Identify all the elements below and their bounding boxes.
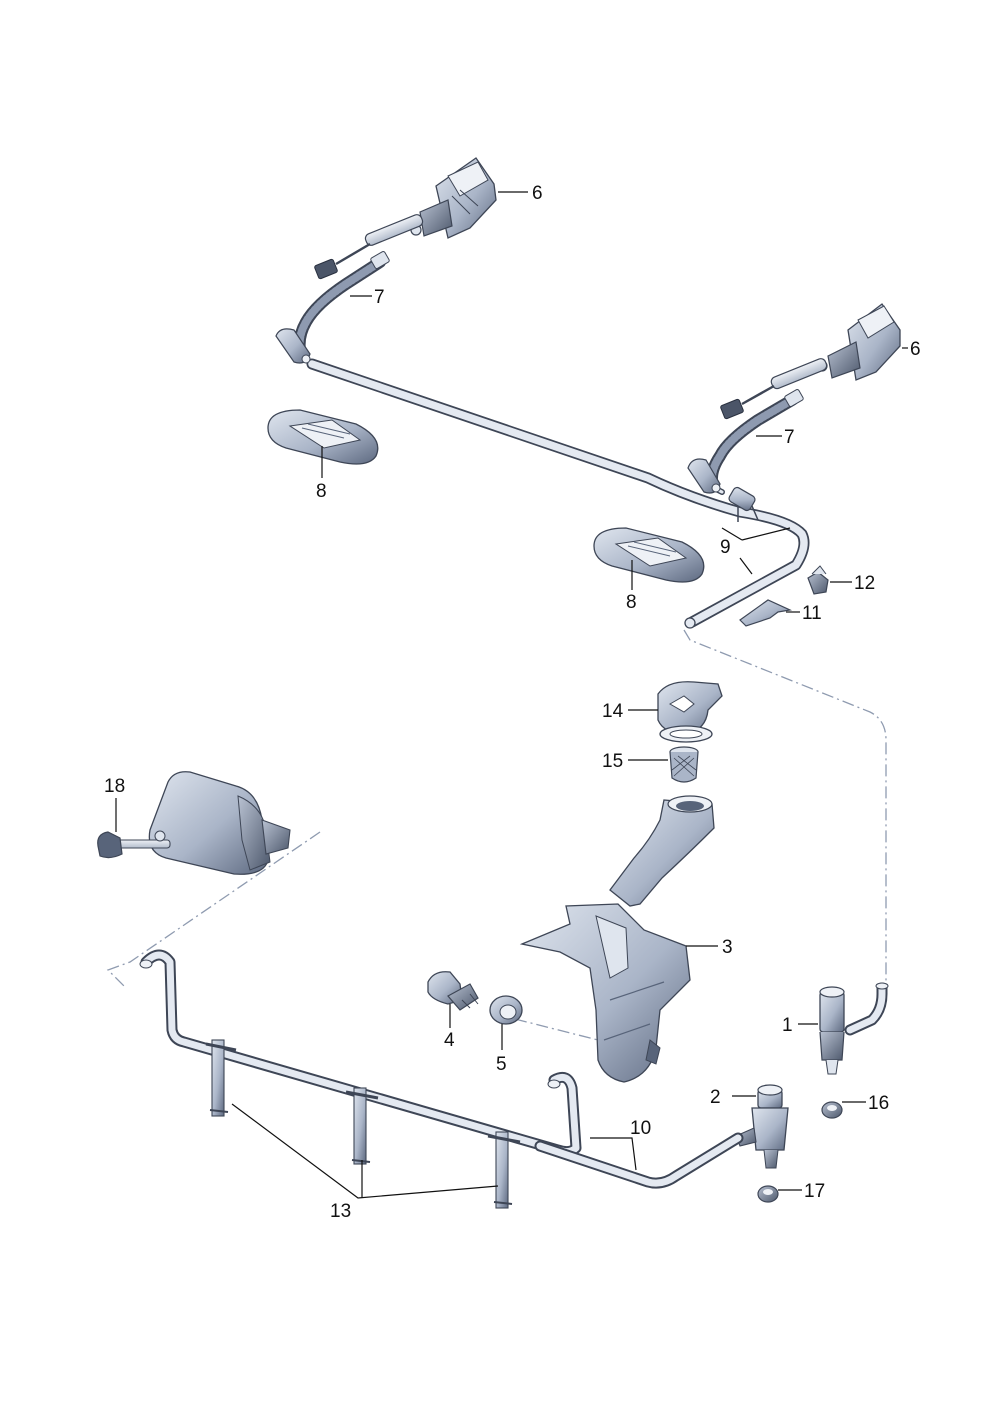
pump-lower-seal xyxy=(757,1185,779,1203)
callout-5: 5 xyxy=(496,1054,507,1075)
cover-cap-left xyxy=(267,409,379,465)
bracket-part xyxy=(739,599,793,627)
callout-12: 12 xyxy=(854,573,875,594)
callout-6b: 6 xyxy=(910,339,921,360)
hose-clip-3 xyxy=(487,1131,521,1209)
callout-8b: 8 xyxy=(626,592,637,613)
callout-labels: 6 7 6 7 8 8 9 12 11 14 15 18 3 4 5 1 2 1… xyxy=(104,183,921,1222)
washer-reservoir xyxy=(519,795,715,1083)
hose-clip-2 xyxy=(345,1087,379,1165)
pump-lower xyxy=(735,1084,789,1169)
cover-cap-right xyxy=(593,527,705,583)
callout-8a: 8 xyxy=(316,481,327,502)
hose-clip-1 xyxy=(205,1039,237,1117)
callout-7a: 7 xyxy=(374,287,385,308)
callout-13: 13 xyxy=(330,1201,351,1222)
callout-3: 3 xyxy=(722,937,733,958)
callout-14: 14 xyxy=(602,701,624,722)
callout-18: 18 xyxy=(104,776,125,797)
callout-16: 16 xyxy=(868,1093,889,1114)
strainer xyxy=(669,746,699,783)
nozzle-assembly-right xyxy=(687,303,901,494)
pump-upper-seal xyxy=(821,1101,843,1119)
callout-6a: 6 xyxy=(532,183,543,204)
pump-upper xyxy=(819,982,889,1075)
leader-lines xyxy=(115,191,908,1199)
callout-15: 15 xyxy=(602,751,623,772)
clip-part xyxy=(807,565,829,595)
nozzle-assembly-left xyxy=(275,157,497,364)
callout-1: 1 xyxy=(782,1015,793,1036)
callout-17: 17 xyxy=(804,1181,825,1202)
callout-10: 10 xyxy=(630,1118,651,1139)
routing-dashes xyxy=(106,629,887,1041)
callout-7b: 7 xyxy=(784,427,795,448)
callout-2: 2 xyxy=(710,1087,721,1108)
callout-11: 11 xyxy=(802,603,822,624)
level-sensor xyxy=(427,971,479,1011)
headlight-washer-nozzle xyxy=(97,771,291,875)
callout-9: 9 xyxy=(720,537,731,558)
callout-4: 4 xyxy=(444,1030,455,1051)
grommet xyxy=(489,995,523,1025)
filler-cap xyxy=(657,681,723,743)
